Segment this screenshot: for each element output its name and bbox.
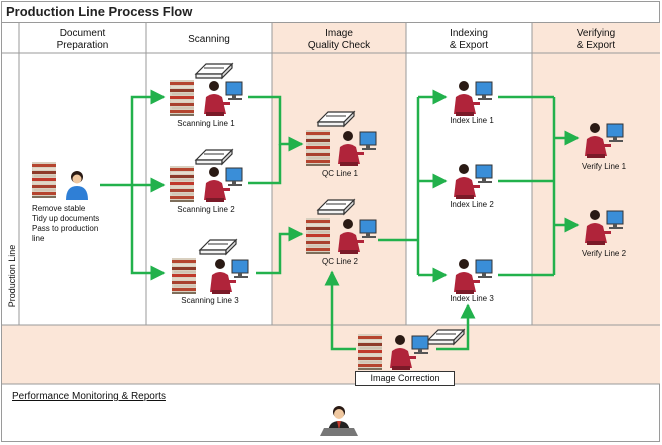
arrow-prep-to-scan1 <box>100 89 166 187</box>
paper-stack-icon <box>170 166 194 202</box>
scanning-line-2-station <box>170 149 243 203</box>
station-label-qc1: QC Line 1 <box>321 169 359 178</box>
worker-computer-icon <box>203 166 243 203</box>
image-correction-label: Image Correction <box>355 371 455 386</box>
arrow-scan3-to-qc2 <box>256 226 304 275</box>
paper-stack-icon <box>306 218 330 254</box>
preparation-steps: Remove stable Tidy up documents Pass to … <box>32 204 100 243</box>
worker-computer-icon <box>209 258 249 295</box>
station-label-qc2: QC Line 2 <box>321 257 359 266</box>
station-label-scan1: Scanning Line 1 <box>177 119 235 128</box>
arrow-scan2-to-qc1 <box>248 144 282 185</box>
arrow-correction-index3 <box>436 303 476 351</box>
column-header-indexing: Indexing& Export <box>449 28 489 51</box>
station-label-index1: Index Line 1 <box>450 116 494 125</box>
title-divider <box>1 22 660 23</box>
worker-computer-icon <box>203 80 243 117</box>
station-label-index2: Index Line 2 <box>450 200 494 209</box>
arrow-qc2-correction <box>324 270 356 351</box>
page-title: Production Line Process Flow <box>6 4 193 19</box>
performance-monitoring-title: Performance Monitoring & Reports <box>12 391 166 402</box>
paper-stack-icon <box>172 258 196 294</box>
paper-stack-icon <box>32 162 56 198</box>
station-label-index3: Index Line 3 <box>450 294 494 303</box>
index-line-1-worker-icon <box>453 80 493 117</box>
person-icon <box>66 171 88 200</box>
column-header-verifying: Verifying& Export <box>576 28 616 51</box>
scanning-line-1-station <box>170 63 243 117</box>
column-header-scanning: Scanning <box>188 34 230 45</box>
arrow-scan1-to-qc1 <box>248 95 304 152</box>
paper-stack-icon <box>306 130 330 166</box>
column-bg-verifying <box>532 23 660 325</box>
station-label-verify1: Verify Line 1 <box>581 162 627 171</box>
scanning-line-3-station <box>172 239 249 295</box>
scanner-icon <box>195 63 233 79</box>
scanner-icon <box>195 149 233 165</box>
station-label-verify2: Verify Line 2 <box>581 249 627 258</box>
paper-stack-icon <box>358 334 382 370</box>
arrow-prep-to-scan3 <box>130 185 166 281</box>
scanner-icon <box>199 239 237 255</box>
index-line-2-worker-icon <box>453 163 493 200</box>
station-label-scan3: Scanning Line 3 <box>181 296 239 305</box>
station-label-scan2: Scanning Line 2 <box>177 205 235 214</box>
swimlane-label: Production Line <box>7 244 17 308</box>
manager-laptop-icon <box>320 406 358 436</box>
index-line-3-worker-icon <box>453 258 493 295</box>
paper-stack-icon <box>170 80 194 116</box>
